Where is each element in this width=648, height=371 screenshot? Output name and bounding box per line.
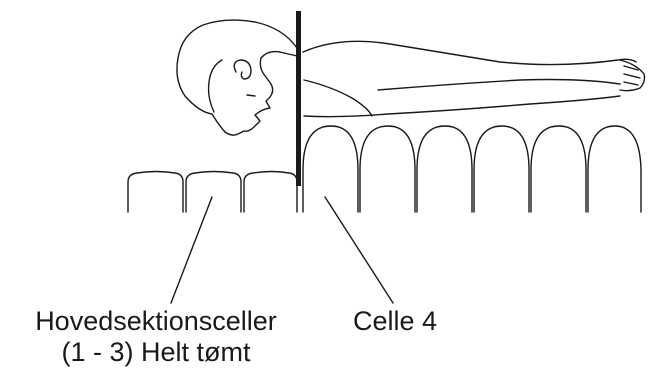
inflated-cell-6 [417, 126, 472, 212]
deflated-cell-2 [186, 172, 241, 213]
cell4-label: Celle 4 [353, 306, 437, 337]
leader-line-main-section [171, 197, 212, 303]
divider-bar [296, 11, 301, 186]
inflated-cell-9 [588, 126, 641, 212]
leader-line-cell4 [325, 197, 393, 303]
inflated-cell-5 [360, 126, 415, 212]
main-section-label-line2: (1 - 3) Helt tømt [8, 337, 304, 368]
deflated-cell-3 [244, 172, 297, 213]
patient-figure [177, 20, 645, 135]
inflated-cell-4 [303, 126, 358, 212]
inflated-cell-7 [474, 126, 529, 212]
deflated-cell-1 [128, 172, 183, 213]
main-section-label: Hovedsektionsceller (1 - 3) Helt tømt [8, 306, 304, 368]
inflated-cell-8 [531, 126, 586, 212]
main-section-label-line1: Hovedsektionsceller [8, 306, 304, 337]
